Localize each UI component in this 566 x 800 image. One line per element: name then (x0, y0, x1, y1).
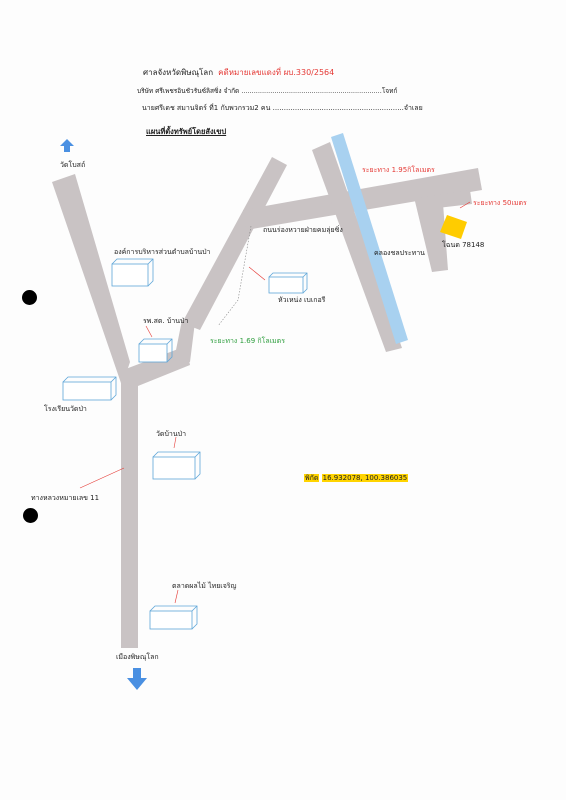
eastbound-road (413, 190, 448, 272)
pointer-wat-ban-pa (173, 436, 177, 449)
coordinates: พิกัด 16.932078, 100.386035 (304, 473, 409, 484)
case-number: คดีหมายเลขแดงที่ ผบ.330/2564 (218, 68, 335, 77)
connector-road-lower (174, 320, 195, 362)
header-line-1: ศาลจังหวัดพิษณุโลก คดีหมายเลขแดงที่ ผบ.3… (143, 66, 334, 79)
punch-hole-top (22, 290, 37, 305)
punch-hole-bottom (23, 508, 38, 523)
map-title: แผนที่ตั้งทรัพย์โดยสังเขป (146, 127, 227, 136)
pointer-market (174, 589, 179, 604)
route-dotted-line (217, 225, 252, 327)
connector-road-upper (182, 157, 287, 330)
irrigation-canal (331, 133, 408, 344)
defendant-line: นายศรีเดช สมานจิตร์ ที่1 กับพวกรวม2 คน .… (142, 104, 423, 112)
bakery-box (268, 272, 308, 294)
pointer-dist-50 (459, 201, 471, 209)
label-canal: คลองชลประทาน (374, 249, 425, 257)
hospital-box (138, 338, 173, 363)
wat-ban-pa-box (152, 451, 201, 480)
fruit-market-box (149, 605, 198, 630)
label-dist-169: ระยะทาง 1.69 กิโลเมตร (210, 337, 285, 345)
pointer-hospital (145, 325, 153, 338)
coordinates-label: พิกัด (304, 474, 320, 482)
label-wat-ban-pa: วัดบ้านป่า (156, 430, 187, 438)
label-hospital: รพ.สต. บ้านป่า (143, 317, 189, 325)
label-bakery: หัวเหน่ง เบเกอรี (278, 296, 326, 304)
school-box (62, 376, 117, 401)
label-wat-bot: วัดโบสถ์ (60, 161, 86, 169)
canal-side-road (312, 142, 402, 352)
highway-11-south-segment (121, 372, 138, 648)
plaintiff-line: บริษัท ศรีเพชรอินชัวรันซ์ลิสซิ่ง จำกัด .… (137, 87, 398, 95)
label-highway: ทางหลวงหมายเลข 11 (31, 494, 100, 502)
highway-11-road (52, 174, 130, 386)
pointer-bakery (248, 266, 266, 281)
label-road-name: ถนนร่องหวายฝ่ายคมลุ่ยซิ่ง (263, 226, 343, 234)
label-market: ตลาดผลไม้ ไทยเจริญ (172, 582, 237, 590)
arrow-up-icon (60, 139, 74, 152)
label-dist-195: ระยะทาง 1.95กิโลเมตร (362, 166, 435, 174)
arrow-down-icon (127, 668, 147, 690)
label-dist-50: ระยะทาง 50เมตร (473, 199, 527, 207)
coordinates-value: 16.932078, 100.386035 (321, 474, 409, 482)
sao-building-box (111, 258, 154, 287)
label-sao: องค์การบริหารส่วนตำบลบ้านป่า (114, 248, 211, 256)
land-parcel (440, 215, 467, 239)
label-deed: โฉนด 78148 (442, 241, 485, 249)
label-school: โรงเรียนวัดป่า (44, 405, 87, 413)
label-mueang: เมืองพิษณุโลก (116, 653, 159, 661)
parcel-access-road (418, 190, 472, 210)
court-name: ศาลจังหวัดพิษณุโลก (143, 68, 214, 77)
pointer-highway (79, 467, 125, 489)
